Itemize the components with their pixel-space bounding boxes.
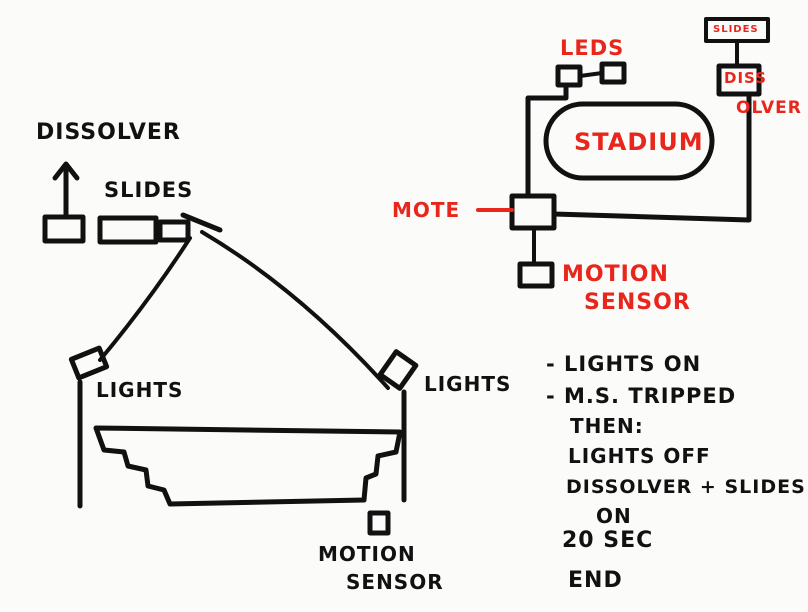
label-motion-sensor-line1: MOTION — [318, 542, 416, 566]
note-line-6: ON — [596, 504, 632, 528]
led-link — [578, 71, 604, 78]
note-line-1: - LIGHTS ON — [546, 352, 702, 376]
note-line-3: THEN: — [570, 414, 644, 438]
light-right — [377, 349, 419, 391]
note-line-7: 20 SEC — [562, 528, 654, 553]
note-line-5: DISSOLVER + SLIDES — [566, 476, 806, 498]
label-dissolver-right-line2: OLVER — [736, 98, 802, 118]
label-dissolver: DISSOLVER — [36, 120, 181, 145]
mote-box — [509, 193, 557, 231]
motion-sensor-box-right — [517, 261, 555, 289]
label-stadium: STADIUM — [574, 128, 704, 156]
slides-lens-box — [157, 219, 191, 243]
dissolver-box-right — [716, 63, 762, 97]
label-lights-right: LIGHTS — [424, 372, 512, 396]
slides-projector-box — [97, 215, 159, 245]
label-mote: MOTE — [392, 198, 461, 222]
label-motion-sensor-line2: SENSOR — [346, 570, 444, 594]
label-motion-sensor-right-line1: MOTION — [562, 262, 669, 287]
label-dissolver-right-line1: DISS — [724, 69, 767, 87]
slides-lens-line — [180, 212, 223, 233]
arrow-head — [52, 161, 80, 181]
dissolver-box — [42, 214, 86, 244]
label-motion-sensor-right-line2: SENSOR — [584, 290, 691, 315]
note-line-2: - M.S. TRIPPED — [546, 384, 737, 408]
label-slides-right: SLIDES — [713, 24, 759, 35]
light-left — [68, 345, 110, 381]
label-slides: SLIDES — [104, 178, 194, 202]
label-lights-left: LIGHTS — [96, 378, 184, 402]
stadium-oval — [543, 101, 715, 181]
stadium-cross-section — [93, 425, 403, 507]
note-line-8: END — [568, 568, 623, 593]
dissolver-to-mote-wire — [551, 91, 752, 223]
leds-to-mote-wire — [525, 83, 569, 199]
label-leds: LEDS — [560, 36, 625, 60]
cable-right — [200, 230, 390, 390]
note-line-4: LIGHTS OFF — [568, 444, 711, 468]
motion-sensor-box — [367, 510, 391, 536]
cable-left — [98, 236, 192, 362]
led-box-2 — [599, 61, 627, 85]
led-box-1 — [555, 64, 583, 88]
